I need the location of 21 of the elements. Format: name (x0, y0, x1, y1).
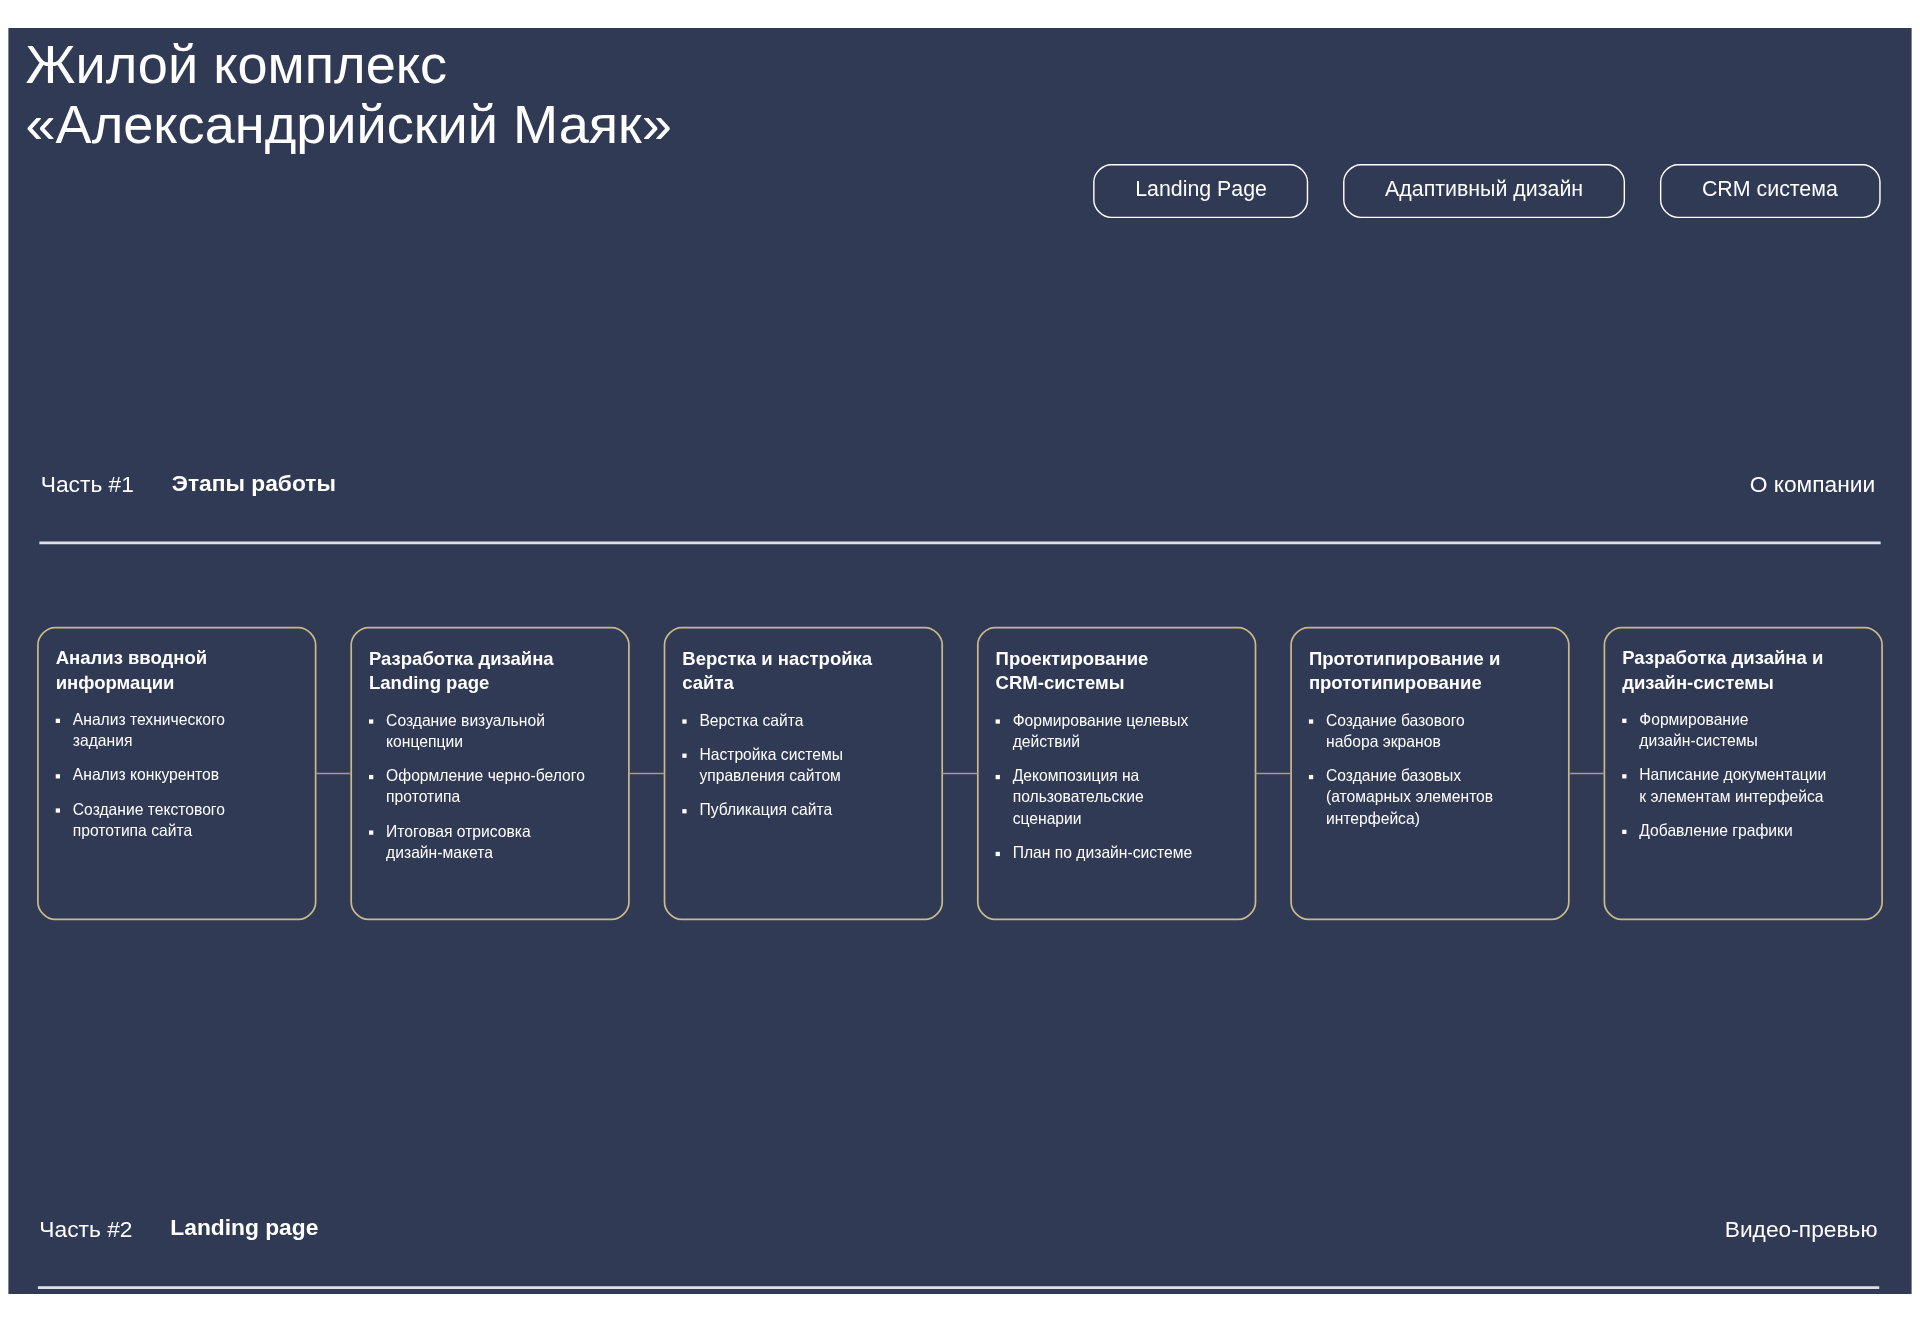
node-box: Разработка дизайна и дизайн-системы Формирование дизайн-системы Написание документации к элементам интерфейса Добавление графики (1603, 626, 1883, 921)
node-box: Анализ вводной информации Анализ технического задания Анализ конкурентов Создание текстового прототипа сайта (37, 626, 317, 921)
label: Видео-превью (1724, 1215, 1878, 1242)
label: Часть #2 (39, 1215, 133, 1242)
node-box: Разработка дизайна Landing page Создание визуальной концепции Оформление черно-белого прототипа Итоговая отрисовка дизайн-макета (350, 626, 630, 921)
connector (628, 772, 666, 775)
label: Этапы работы (171, 469, 336, 496)
node-box: CRM система (1659, 164, 1881, 219)
node-box: Прототипирование и прототипирование Создание базового набора экранов Создание базовых (атомарных элементов интерфейса) (1290, 626, 1570, 921)
node-box: Проектирование CRM-системы Формирование целевых действий Декомпозиция на пользовательские сценарии План по дизайн-системе (976, 626, 1257, 921)
connector (941, 772, 979, 775)
connector (1254, 772, 1292, 775)
connector (314, 772, 352, 775)
connector (1568, 772, 1606, 775)
label: О компании (1749, 470, 1876, 497)
node-box: Landing Page (1093, 164, 1309, 219)
node-box: Верстка и настройка сайта Верстка сайта Настройка системы управления сайтом Публикация сайта (663, 626, 944, 921)
diagram-title: Жилой комплекс «Александрийский Маяк» (25, 33, 672, 154)
label: Часть #1 (40, 470, 134, 497)
label: Landing page (170, 1214, 319, 1241)
node-box: Адаптивный дизайн (1343, 164, 1626, 219)
